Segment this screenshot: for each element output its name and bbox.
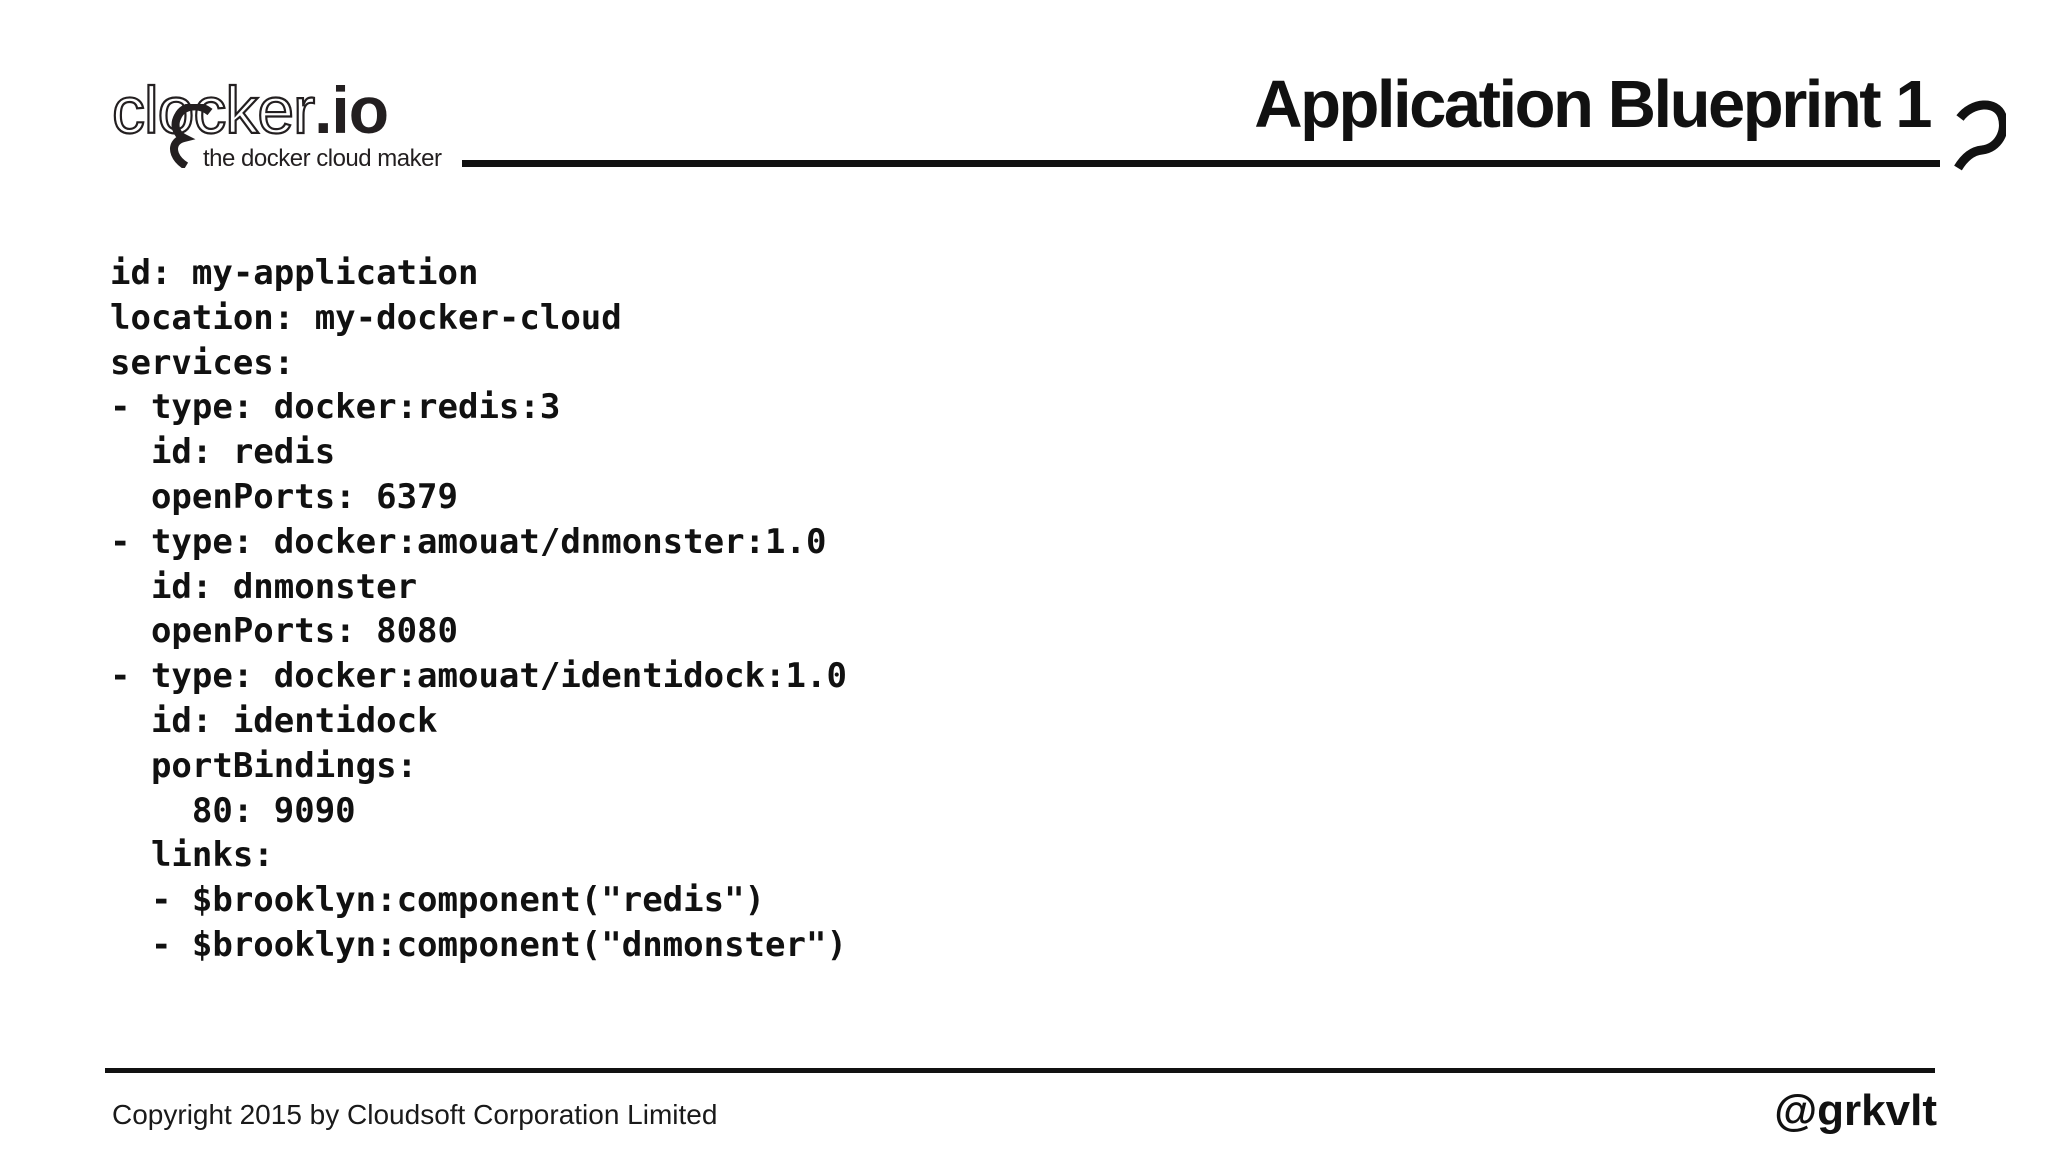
cloud-swirl-icon (170, 104, 213, 168)
footer-divider (105, 1068, 1935, 1073)
copyright-text: Copyright 2015 by Cloudsoft Corporation … (112, 1099, 718, 1130)
logo: clocker.io (111, 72, 389, 148)
header-divider (462, 160, 1940, 167)
cloud-hook-icon (1954, 100, 2006, 171)
logo-brand-suffix: .io (314, 73, 389, 147)
logo-brand-text: clocker (111, 72, 316, 148)
logo-tagline: the docker cloud maker (203, 145, 442, 172)
author-handle: @grkvlt (1774, 1086, 1937, 1135)
page-title: Application Blueprint 1 (1254, 67, 1932, 142)
yaml-code: id: my-application location: my-docker-c… (110, 253, 847, 965)
